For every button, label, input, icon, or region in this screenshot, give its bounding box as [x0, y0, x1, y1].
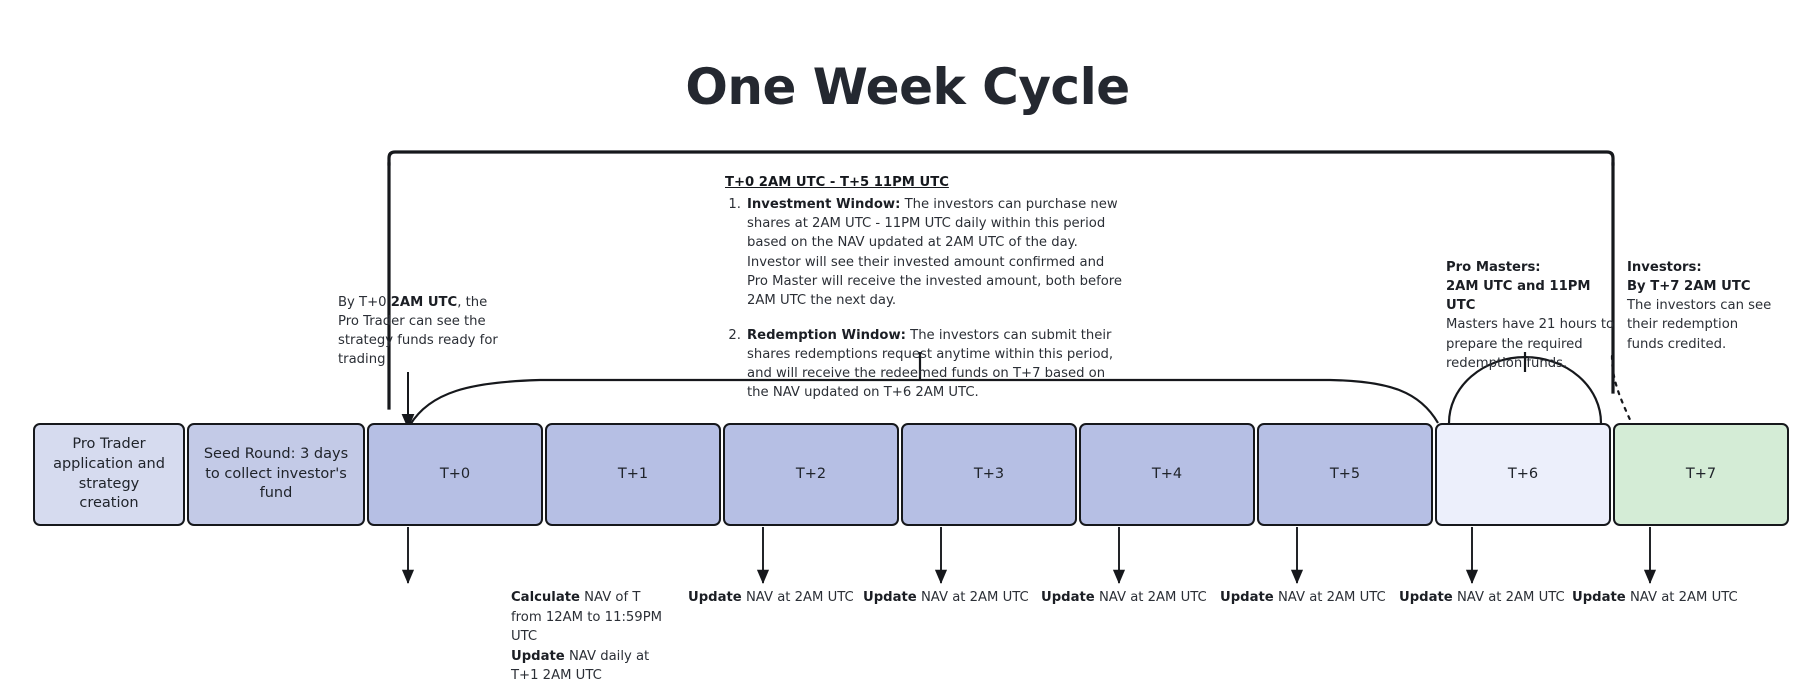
nav-label-text: NAV at 2AM UTC [1094, 590, 1207, 605]
timeline-box-t0[interactable]: T+0 [367, 423, 543, 526]
nav-label-keyword: Update [1220, 590, 1274, 605]
nav-update-label-5: Update NAV at 2AM UTC [1399, 588, 1571, 608]
nav-label-text-2: NAV daily at T+1 2AM UTC [511, 648, 650, 684]
nav-label-keyword-2: Update [511, 648, 565, 664]
pro-trader-annotation-pre: By T+0 [338, 295, 391, 310]
timeline-box-t5[interactable]: T+5 [1257, 423, 1433, 526]
nav-label-keyword: Update [1399, 590, 1453, 605]
timeline-box-label: T+7 [1685, 465, 1717, 482]
redemption-window-text: The investors can submit their shares re… [747, 327, 1114, 401]
pro-masters-annotation: Pro Masters: 2AM UTC and 11PM UTC Master… [1446, 258, 1621, 373]
list-number: 1. [728, 197, 741, 213]
timeline-box-label: Seed Round: 3 days to collect investor's… [203, 446, 349, 502]
nav-update-label-6: Update NAV at 2AM UTC [1572, 588, 1744, 608]
nav-update-label-0: Calculate NAV of T from 12AM to 11:59PM … [511, 588, 671, 686]
investors-deadline: By T+7 2AM UTC [1627, 279, 1751, 295]
pro-masters-body: Masters have 21 hours to prepare the req… [1446, 317, 1615, 371]
timeline-box-t6[interactable]: T+6 [1435, 423, 1611, 526]
nav-label-text: NAV at 2AM UTC [916, 590, 1029, 605]
timeline-box-label: T+3 [973, 465, 1005, 482]
pro-trader-annotation-post: , the Pro Trader can see the strategy fu… [338, 295, 498, 368]
timeline-box-t7[interactable]: T+7 [1613, 423, 1789, 526]
nav-update-label-1: Update NAV at 2AM UTC [688, 588, 860, 608]
window-annotation-list: 1. Investment Window: The investors can … [725, 195, 1129, 402]
nav-update-label-3: Update NAV at 2AM UTC [1041, 588, 1213, 608]
nav-label-text: NAV at 2AM UTC [1452, 590, 1565, 605]
timeline-box-t1[interactable]: T+1 [545, 423, 721, 526]
nav-label-text: NAV at 2AM UTC [1273, 590, 1386, 605]
nav-label-text: NAV of T from 12AM to 11:59PM UTC [511, 590, 663, 645]
window-annotation-item-redemption: 2. Redemption Window: The investors can … [725, 326, 1129, 403]
nav-update-label-4: Update NAV at 2AM UTC [1220, 588, 1392, 608]
pro-masters-title: Pro Masters: [1446, 260, 1541, 275]
timeline-box-label: T+2 [795, 465, 827, 482]
investors-title: Investors: [1627, 260, 1702, 275]
window-annotation: T+0 2AM UTC - T+5 11PM UTC 1. Investment… [725, 173, 1129, 403]
investment-window-label: Investment Window: [747, 197, 901, 213]
timeline-box-phase-1[interactable]: Pro Trader application and strategy crea… [33, 423, 185, 526]
pro-masters-times: 2AM UTC and 11PM UTC [1446, 279, 1591, 314]
timeline-box-t2[interactable]: T+2 [723, 423, 899, 526]
investment-window-text: The investors can purchase new shares at… [747, 197, 1123, 308]
investors-body: The investors can see their redemption f… [1627, 298, 1772, 352]
nav-label-keyword: Update [1041, 590, 1095, 605]
nav-label-keyword: Calculate [511, 590, 580, 605]
nav-label-keyword: Update [688, 590, 742, 605]
timeline-box-t3[interactable]: T+3 [901, 423, 1077, 526]
page-title: One Week Cycle [685, 58, 1130, 116]
nav-label-text: NAV at 2AM UTC [741, 590, 854, 605]
investors-annotation: Investors: By T+7 2AM UTC The investors … [1627, 258, 1777, 354]
window-annotation-header: T+0 2AM UTC - T+5 11PM UTC [725, 175, 949, 190]
pro-trader-annotation-time: 2AM UTC [390, 295, 458, 310]
nav-update-label-2: Update NAV at 2AM UTC [863, 588, 1035, 608]
timeline-box-label: T+5 [1329, 465, 1361, 482]
list-number: 2. [728, 327, 741, 343]
timeline-box-t4[interactable]: T+4 [1079, 423, 1255, 526]
nav-label-keyword: Update [863, 590, 917, 605]
window-annotation-item-investment: 1. Investment Window: The investors can … [725, 195, 1129, 310]
nav-label-keyword: Update [1572, 590, 1626, 605]
timeline-box-label: T+0 [439, 465, 471, 482]
redemption-window-label: Redemption Window: [747, 327, 906, 343]
timeline-box-label: T+6 [1507, 465, 1539, 482]
timeline-box-label: Pro Trader application and strategy crea… [53, 436, 165, 512]
timeline-box-phase-2[interactable]: Seed Round: 3 days to collect investor's… [187, 423, 365, 526]
timeline-box-label: T+1 [617, 465, 649, 482]
nav-label-text: NAV at 2AM UTC [1625, 590, 1738, 605]
timeline-box-label: T+4 [1151, 465, 1183, 482]
timeline-track: Pro Trader application and strategy crea… [33, 423, 1789, 526]
nav-down-arrows [401, 527, 1657, 584]
pro-trader-annotation: By T+0 2AM UTC, the Pro Trader can see t… [338, 293, 503, 370]
